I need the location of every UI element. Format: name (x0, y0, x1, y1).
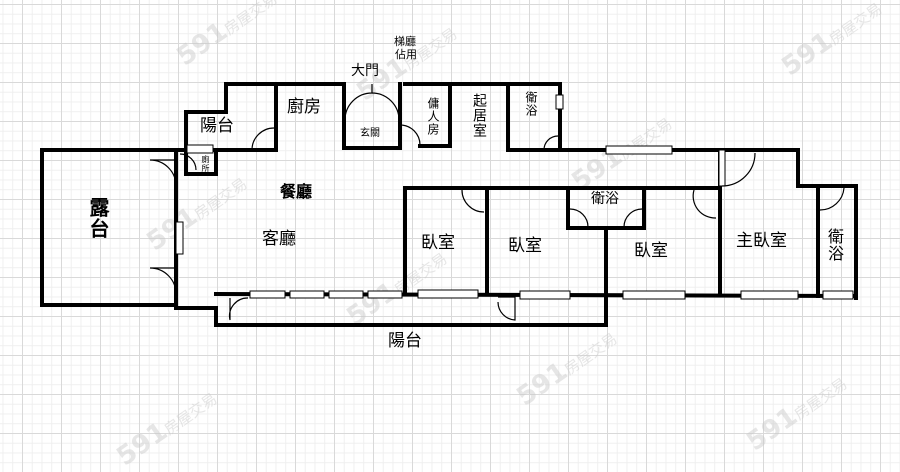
windows (175, 94, 854, 300)
room-label-balcony-bottom: 陽台 (388, 331, 422, 351)
room-label-balcony-top: 陽台 (200, 116, 234, 136)
room-label-family-room: 起居室 (471, 93, 487, 138)
room-label-terrace: 露台 (86, 197, 110, 239)
room-label-bedroom-1: 臥室 (421, 233, 455, 253)
room-label-bath-master: 衛浴 (825, 228, 844, 262)
main-door-label: 大門 (351, 63, 379, 79)
bedroom-walls (213, 148, 859, 299)
elevator-hall-label-line1: 梯廳 (394, 35, 416, 48)
north-walls (174, 82, 858, 300)
room-label-dining: 餐廳 (280, 182, 313, 201)
terrace-walls (40, 148, 178, 307)
room-label-bath-top: 衛浴 (524, 91, 538, 117)
elevator-hall-label-line2: 佔用 (395, 48, 417, 61)
room-label-kitchen: 廚房 (287, 97, 321, 117)
floor-plan-drawing (40, 82, 859, 327)
room-label-bath-mid: 衛浴 (591, 191, 619, 207)
room-label-bedroom-3: 臥室 (634, 241, 668, 261)
room-label-toilet: 廁所 (201, 155, 210, 173)
room-label-living: 客廳 (262, 229, 296, 249)
room-label-foyer: 玄關 (360, 128, 380, 139)
room-label-bedroom-2: 臥室 (508, 236, 542, 256)
room-label-master-bedroom: 主臥室 (736, 231, 787, 251)
door-swings (149, 84, 845, 321)
room-label-maid-room: 傭人房 (426, 97, 440, 136)
